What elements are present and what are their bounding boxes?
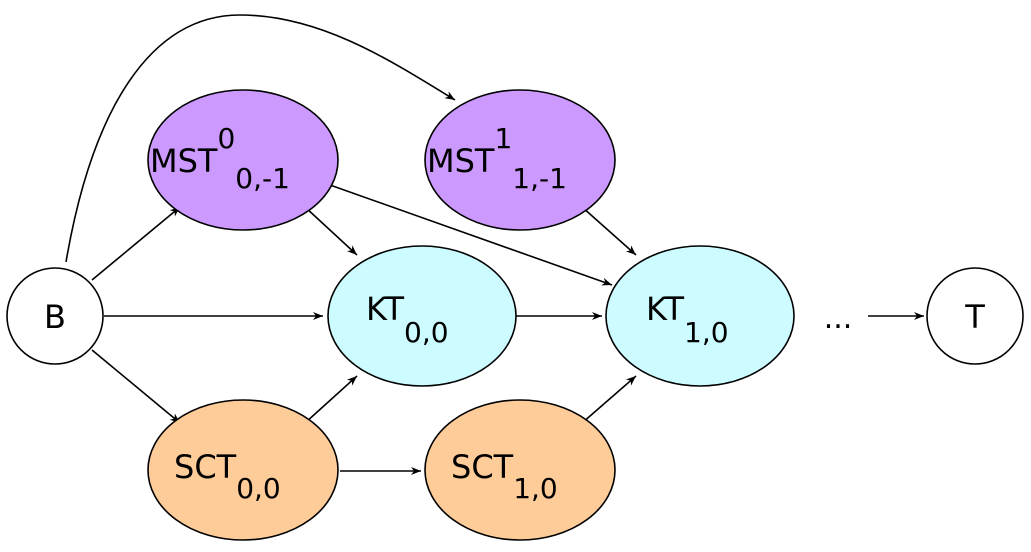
edge-b-to-sct00 bbox=[91, 349, 181, 424]
node-kt00-label: KT0,0 bbox=[366, 290, 449, 349]
node-mst0: MST00,-1 bbox=[147, 89, 339, 231]
node-mst1-shape bbox=[424, 89, 616, 231]
node-kt00-shape bbox=[327, 245, 517, 387]
node-kt10-label: KT1,0 bbox=[646, 290, 729, 349]
node-mst1-sup: 1 bbox=[494, 122, 512, 155]
edge-mst0-to-kt00 bbox=[304, 206, 358, 256]
edge-mst0-to-kt10 bbox=[329, 184, 613, 286]
edge-mst1-to-kt10 bbox=[581, 206, 637, 256]
edges bbox=[65, 14, 924, 475]
node-kt00: KT0,0 bbox=[327, 245, 517, 387]
ellipsis-label: ... bbox=[824, 301, 853, 336]
node-b-label: B bbox=[44, 298, 66, 336]
node-t-shape bbox=[926, 267, 1024, 365]
node-kt10-sub: 1,0 bbox=[684, 316, 729, 349]
node-mst0-sup: 0 bbox=[217, 122, 235, 155]
edge-sct10-to-kt10 bbox=[581, 375, 637, 424]
node-mst1-label: MST11,-1 bbox=[427, 122, 567, 195]
node-sct00-label: SCT0,0 bbox=[174, 448, 281, 505]
node-kt10-base: KT bbox=[646, 290, 685, 328]
node-mst1-sub: 1,-1 bbox=[512, 162, 567, 195]
node-sct10: SCT1,0 bbox=[424, 399, 616, 541]
node-t: T bbox=[926, 267, 1024, 365]
node-sct00-shape bbox=[147, 399, 339, 541]
node-kt10: KT1,0 bbox=[605, 245, 795, 387]
edge-b-to-mst1 bbox=[65, 14, 456, 263]
node-sct00-base: SCT bbox=[174, 448, 237, 486]
node-mst0-base: MST bbox=[150, 142, 218, 180]
node-sct10-shape bbox=[424, 399, 616, 541]
node-sct00: SCT0,0 bbox=[147, 399, 339, 541]
node-mst1: MST11,-1 bbox=[424, 89, 616, 231]
edge-sct00-to-kt00 bbox=[304, 375, 358, 424]
edge-b-to-mst0 bbox=[91, 206, 181, 281]
node-sct10-label: SCT1,0 bbox=[451, 448, 558, 505]
node-sct00-sub: 0,0 bbox=[236, 472, 281, 505]
node-mst0-label: MST00,-1 bbox=[150, 122, 290, 195]
node-mst0-sub: 0,-1 bbox=[235, 162, 290, 195]
node-b: B bbox=[6, 267, 104, 365]
node-t-label: T bbox=[964, 298, 985, 336]
node-sct10-sub: 1,0 bbox=[513, 472, 558, 505]
node-mst0-shape bbox=[147, 89, 339, 231]
node-kt00-sub: 0,0 bbox=[404, 316, 449, 349]
node-sct10-base: SCT bbox=[451, 448, 514, 486]
node-kt00-base: KT bbox=[366, 290, 405, 328]
node-mst1-base: MST bbox=[427, 142, 495, 180]
node-b-shape bbox=[6, 267, 104, 365]
node-kt10-shape bbox=[605, 245, 795, 387]
